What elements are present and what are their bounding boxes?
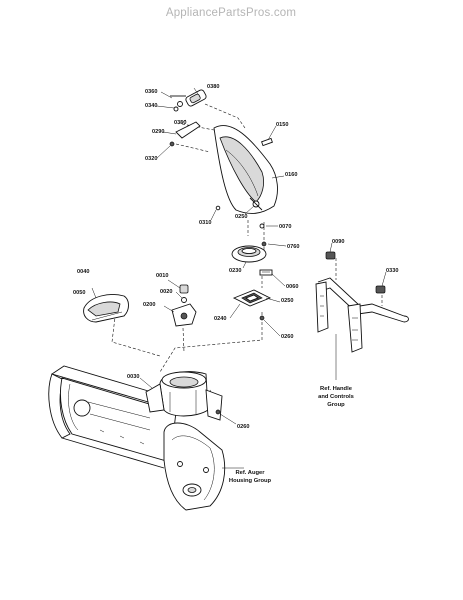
ref-handle-line-2: and Controls bbox=[318, 394, 354, 400]
auger-housing[interactable] bbox=[48, 365, 226, 511]
part-label-0160[interactable]: 0160 bbox=[285, 172, 297, 178]
crank-housing[interactable] bbox=[83, 294, 129, 323]
ref-auger-housing-label: Ref. Auger Housing Group bbox=[229, 470, 272, 484]
fasteners-upper[interactable] bbox=[259, 223, 267, 247]
part-label-0010[interactable]: 0010 bbox=[156, 273, 168, 279]
part-label-0380[interactable]: 0380 bbox=[207, 84, 219, 90]
part-label-0250-upper[interactable]: 0250 bbox=[235, 214, 247, 220]
part-label-0310[interactable]: 0310 bbox=[199, 220, 211, 226]
screw-0310[interactable] bbox=[215, 205, 221, 211]
ref-handle-line-1: Ref. Handle bbox=[320, 386, 353, 392]
part-label-0340[interactable]: 0340 bbox=[145, 103, 157, 109]
handle-controls-assembly[interactable] bbox=[315, 251, 409, 353]
part-label-0260-lower[interactable]: 0260 bbox=[237, 424, 249, 430]
part-labels: 0380 0360 0340 0350 0150 0290 0320 0160 … bbox=[73, 84, 398, 430]
part-label-0350[interactable]: 0350 bbox=[174, 120, 186, 126]
crank-bracket[interactable] bbox=[171, 303, 197, 327]
deflector-bracket[interactable] bbox=[169, 121, 201, 147]
part-label-0030[interactable]: 0030 bbox=[127, 374, 139, 380]
part-label-0320[interactable]: 0320 bbox=[145, 156, 157, 162]
watermark-text: AppliancePartsPros.com bbox=[166, 7, 296, 19]
part-label-0150[interactable]: 0150 bbox=[276, 122, 288, 128]
part-label-0330[interactable]: 0330 bbox=[386, 268, 398, 274]
label-decal[interactable] bbox=[261, 137, 273, 147]
ref-handle-controls-label: Ref. Handle and Controls Group bbox=[318, 386, 354, 408]
part-label-0240[interactable]: 0240 bbox=[214, 316, 226, 322]
mount-plate[interactable] bbox=[259, 269, 273, 276]
ref-auger-line-2: Housing Group bbox=[229, 478, 272, 484]
knob-parts[interactable] bbox=[179, 284, 189, 303]
ref-handle-line-3: Group bbox=[327, 402, 345, 408]
screw-0260-lower[interactable] bbox=[215, 409, 221, 415]
part-label-0060[interactable]: 0060 bbox=[286, 284, 298, 290]
label-leaders bbox=[91, 87, 387, 469]
part-label-0360[interactable]: 0360 bbox=[145, 89, 157, 95]
part-label-0230[interactable]: 0230 bbox=[229, 268, 241, 274]
part-label-0760[interactable]: 0760 bbox=[287, 244, 299, 250]
part-label-0250-lower[interactable]: 0250 bbox=[281, 298, 293, 304]
ref-auger-line-1: Ref. Auger bbox=[235, 470, 265, 476]
motor-assembly[interactable] bbox=[170, 89, 207, 112]
part-label-0050[interactable]: 0050 bbox=[73, 290, 85, 296]
part-label-0290[interactable]: 0290 bbox=[152, 129, 164, 135]
chute-ring[interactable] bbox=[231, 245, 267, 263]
part-label-0260-upper[interactable]: 0260 bbox=[281, 334, 293, 340]
part-label-0090[interactable]: 0090 bbox=[332, 239, 344, 245]
part-label-0040[interactable]: 0040 bbox=[77, 269, 89, 275]
chute-base-gasket[interactable] bbox=[232, 289, 272, 307]
part-label-0200[interactable]: 0200 bbox=[143, 302, 155, 308]
chute-deflector[interactable] bbox=[213, 125, 278, 214]
part-label-0070[interactable]: 0070 bbox=[279, 224, 291, 230]
screw-0260-upper[interactable] bbox=[259, 315, 265, 321]
part-label-0020[interactable]: 0020 bbox=[160, 289, 172, 295]
